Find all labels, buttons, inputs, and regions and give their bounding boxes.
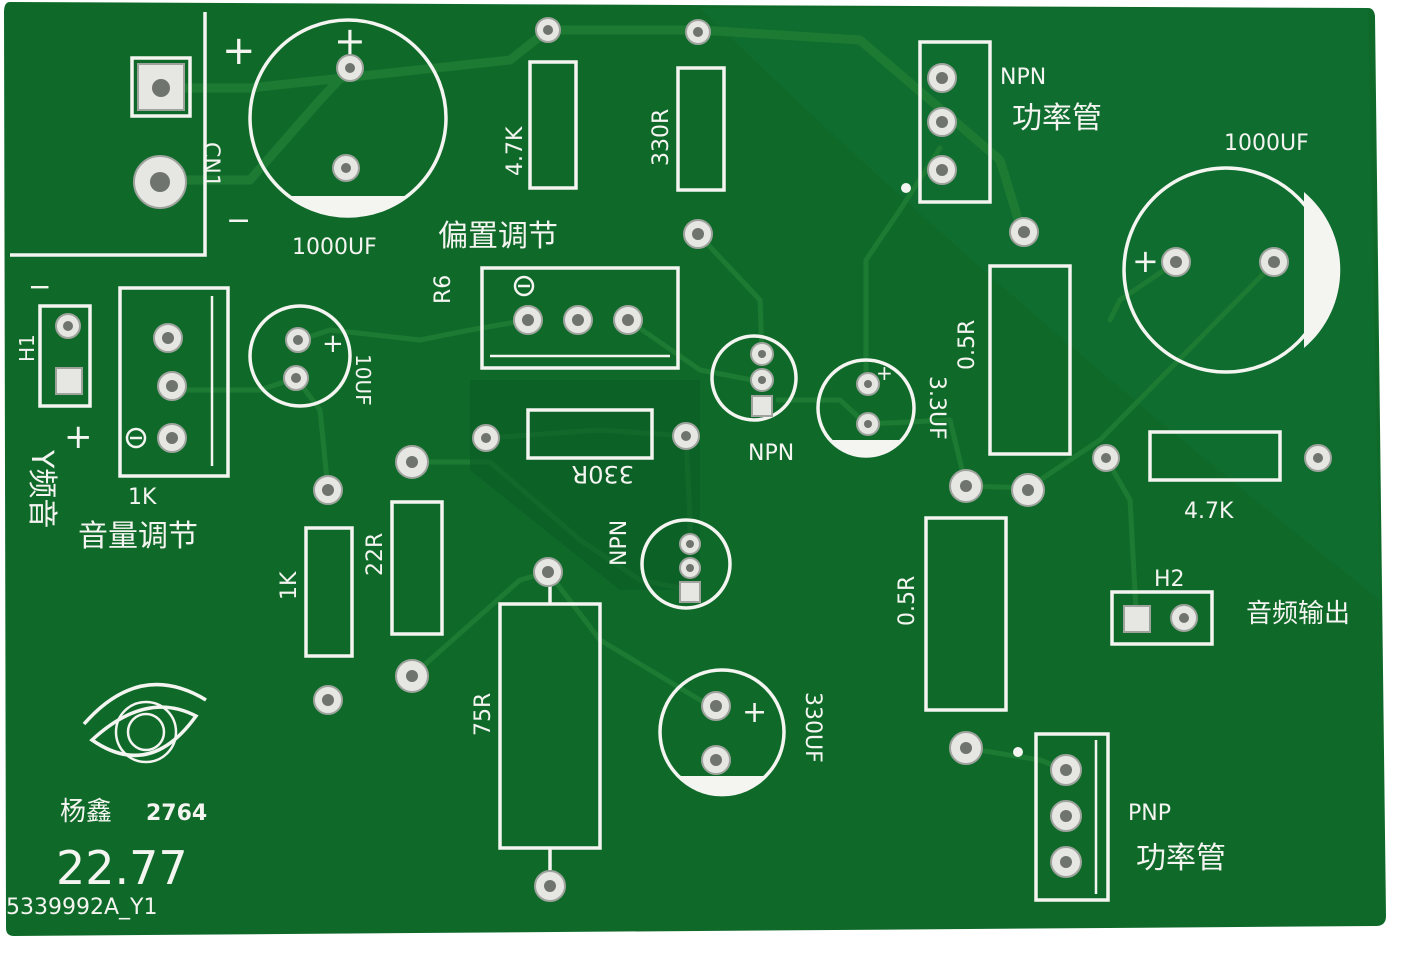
label-author: 杨鑫	[60, 797, 112, 827]
label-cn1: CN1	[198, 142, 223, 188]
label-res-0-5r-upper: 0.5R	[955, 320, 980, 370]
label-audio-in-mirrored: Y频音	[24, 449, 59, 528]
label-res-330r-top: 330R	[649, 109, 674, 166]
label-power-tube-top: 功率管	[1012, 101, 1102, 136]
label-pnp: PNP	[1128, 801, 1171, 826]
label-npn-power-top: NPN	[1000, 65, 1046, 90]
silk-labels: + + CN1 − 1000UF 4.7K 330R NPN 功率管 1000U…	[6, 19, 1350, 920]
label-h1-minus: −	[28, 270, 51, 303]
label-bias-adjust: 偏置调节	[438, 219, 558, 254]
label-h1-plus: +	[64, 417, 93, 457]
label-330uf-plus: +	[742, 695, 767, 730]
label-res-0-5r-lower: 0.5R	[895, 576, 920, 626]
silk-outlines	[10, 12, 1341, 902]
label-author-code: 2764	[146, 801, 207, 826]
label-3-3uf-plus: +	[876, 361, 893, 385]
label-cap-330uf: 330UF	[800, 692, 825, 763]
label-plus-top-left: +	[222, 28, 256, 74]
label-res-4-7k-top: 4.7K	[503, 126, 528, 176]
label-h2: H2	[1154, 567, 1185, 592]
label-cap-3-3uf: 3.3UF	[924, 376, 949, 440]
label-res-4-7k-right: 4.7K	[1184, 499, 1234, 524]
label-res-22r: 22R	[363, 533, 388, 576]
label-power-tube-bottom: 功率管	[1136, 841, 1226, 876]
label-10uf-plus: +	[322, 329, 344, 359]
label-cap-plus: +	[334, 19, 366, 63]
solder-pads	[55, 17, 1332, 902]
label-npn-mid: NPN	[748, 441, 794, 466]
label-minus-cn: −	[226, 203, 251, 238]
label-res-75r: 75R	[471, 693, 496, 736]
label-right-cap-plus: +	[1132, 242, 1159, 280]
label-h1: H1	[15, 334, 39, 362]
label-r6: R6	[431, 275, 456, 304]
label-res-330r-mid: 330R	[572, 460, 634, 488]
label-audio-out: 音频输出	[1246, 599, 1350, 629]
pcb-sheen	[700, 8, 1380, 600]
label-res-1k-volume: 1K	[128, 485, 157, 510]
label-cap-1000uf-left: 1000UF	[292, 235, 377, 260]
label-npn-lower: NPN	[607, 520, 632, 566]
label-price: 22.77	[56, 841, 188, 895]
label-board-id: 5339992A_Y1	[6, 895, 157, 920]
label-cap-10uf: 10UF	[351, 354, 375, 406]
label-volume-adjust: 音量调节	[78, 519, 198, 554]
label-cap-1000uf-right: 1000UF	[1224, 131, 1309, 156]
label-res-1k-small: 1K	[277, 571, 302, 600]
